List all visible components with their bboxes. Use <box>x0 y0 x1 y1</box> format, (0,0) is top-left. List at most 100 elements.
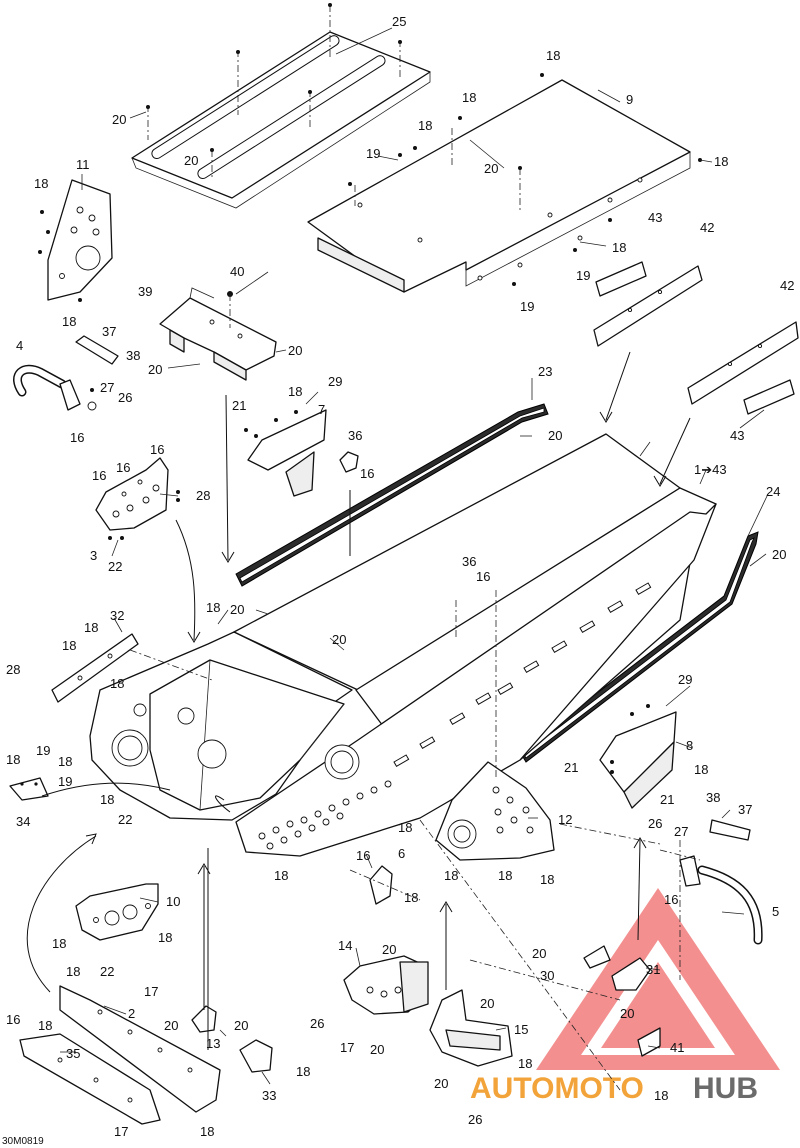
callout-18: 18 <box>714 154 728 169</box>
running-board-holes <box>258 780 392 850</box>
diagram-code: 30M0819 <box>2 1136 44 1147</box>
part-11-side-bracket <box>38 179 113 302</box>
callout-32: 32 <box>110 608 124 623</box>
callout-26: 26 <box>468 1112 482 1127</box>
watermark-text-auto: AUTOMOTO <box>470 1072 644 1105</box>
callout-26: 26 <box>118 390 132 405</box>
callout-41: 41 <box>670 1040 684 1055</box>
part-4-grab-handle <box>13 335 119 411</box>
callout-33: 33 <box>262 1088 276 1103</box>
part-23-left-rail <box>235 403 549 587</box>
callout-35: 35 <box>66 1046 80 1061</box>
callout-29: 29 <box>678 672 692 687</box>
callout-14: 14 <box>338 938 352 953</box>
part-39-support-bracket <box>159 287 277 381</box>
callout-1-to-43: 1➔43 <box>694 462 727 477</box>
callout-17: 17 <box>144 984 158 999</box>
callout-20: 20 <box>234 1018 248 1033</box>
callout-18: 18 <box>58 754 72 769</box>
callout-18: 18 <box>444 868 458 883</box>
callout-20: 20 <box>288 343 302 358</box>
callout-16: 16 <box>356 848 370 863</box>
callout-5: 5 <box>772 904 779 919</box>
callout-18: 18 <box>62 638 76 653</box>
part-12-rear-bracket <box>435 761 555 861</box>
callout-12: 12 <box>558 812 572 827</box>
callout-26: 26 <box>310 1016 324 1031</box>
part-31-bracket <box>583 945 661 1057</box>
callout-21: 21 <box>564 760 578 775</box>
callout-25: 25 <box>392 14 406 29</box>
callout-37: 37 <box>738 802 752 817</box>
callout-20: 20 <box>332 632 346 647</box>
callout-18: 18 <box>404 890 418 905</box>
callout-18: 18 <box>540 872 554 887</box>
callout-26: 26 <box>648 816 662 831</box>
callout-16: 16 <box>6 1012 20 1027</box>
part-6-clip <box>369 865 393 905</box>
callout-9: 9 <box>626 92 633 107</box>
part-25-top-cover-panel <box>131 3 431 209</box>
callout-16: 16 <box>664 892 678 907</box>
callout-18: 18 <box>6 752 20 767</box>
callout-labels: 25 20 20 18 9 18 18 19 20 18 18 19 19 11… <box>6 14 794 1139</box>
callout-42: 42 <box>700 220 714 235</box>
part-32-brace <box>51 633 139 703</box>
callout-17: 17 <box>340 1040 354 1055</box>
callout-36: 36 <box>462 554 476 569</box>
callout-15: 15 <box>514 1022 528 1037</box>
callout-27: 27 <box>100 380 114 395</box>
callout-20: 20 <box>184 153 198 168</box>
part-7-bracket <box>244 409 327 497</box>
callout-16: 16 <box>70 430 84 445</box>
part-34-bracket <box>9 777 49 801</box>
assembly-guides <box>26 351 701 1091</box>
callout-18: 18 <box>38 1018 52 1033</box>
callout-20: 20 <box>772 547 786 562</box>
callout-18: 18 <box>206 600 220 615</box>
callout-19: 19 <box>576 268 590 283</box>
callout-22: 22 <box>118 812 132 827</box>
part-15-bracket <box>429 989 513 1067</box>
callout-39: 39 <box>138 284 152 299</box>
callout-19: 19 <box>36 743 50 758</box>
callout-18: 18 <box>546 48 560 63</box>
callout-18: 18 <box>418 118 432 133</box>
callout-6: 6 <box>398 846 405 861</box>
callout-37: 37 <box>102 324 116 339</box>
callout-43: 43 <box>648 210 662 225</box>
callout-20: 20 <box>370 1042 384 1057</box>
callout-24: 24 <box>766 484 780 499</box>
callout-20: 20 <box>434 1076 448 1091</box>
tunnel-slot-pattern <box>393 582 652 768</box>
callout-18: 18 <box>52 936 66 951</box>
callout-19: 19 <box>366 146 380 161</box>
callout-18: 18 <box>398 820 412 835</box>
callout-20: 20 <box>382 942 396 957</box>
callout-20: 20 <box>532 946 546 961</box>
callout-31: 31 <box>646 962 660 977</box>
callout-20: 20 <box>148 362 162 377</box>
part-2-lower-rail <box>59 985 221 1113</box>
part-42-43-plates <box>593 261 799 415</box>
callout-18: 18 <box>612 240 626 255</box>
callout-18: 18 <box>200 1124 214 1139</box>
callout-8: 8 <box>686 738 693 753</box>
callout-28: 28 <box>196 488 210 503</box>
callout-18: 18 <box>84 620 98 635</box>
callout-16: 16 <box>360 466 374 481</box>
callout-21: 21 <box>660 792 674 807</box>
callout-20: 20 <box>480 996 494 1011</box>
callout-19: 19 <box>58 774 72 789</box>
callout-29: 29 <box>328 374 342 389</box>
callout-20: 20 <box>112 112 126 127</box>
callout-10: 10 <box>166 894 180 909</box>
callout-40: 40 <box>230 264 244 279</box>
callout-16: 16 <box>150 442 164 457</box>
callout-16: 16 <box>92 468 106 483</box>
part-1-tunnel-frame <box>89 433 717 857</box>
part-35-lower-rail <box>19 1033 161 1125</box>
callout-20: 20 <box>620 1006 634 1021</box>
callout-2: 2 <box>128 1006 135 1021</box>
